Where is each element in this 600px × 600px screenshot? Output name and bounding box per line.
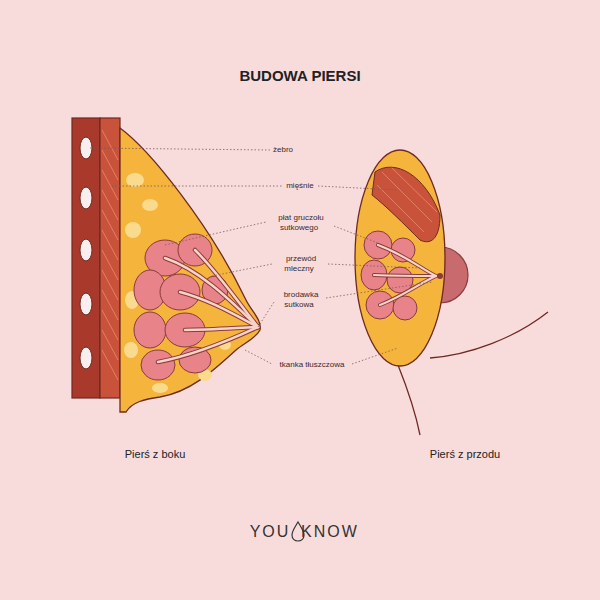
view-caption-box: Pierś z boku [123,448,188,461]
fibre [102,190,118,220]
part-label-box: żebro [271,145,295,155]
fat-cell [125,222,141,238]
duct [185,327,258,330]
side-view [72,118,260,412]
leader-line [328,264,420,268]
duct [195,250,258,327]
part-label-box: brodawka sutkowa [273,290,327,309]
brand-word: KNOW [299,523,361,540]
fibre [102,310,118,340]
duct [374,275,436,276]
leader-line [258,302,274,327]
breast-outline [120,128,260,412]
leader-line [112,186,282,187]
part-label: tkanka tłuszczowa [278,360,347,369]
rib [80,239,92,261]
leader-line [212,264,272,276]
muscle [372,167,440,242]
duct-outlines [374,245,436,305]
milk-ducts [374,245,436,305]
duct [380,276,436,305]
fibre [102,150,118,180]
duct [158,327,258,362]
part-label-box: tkanka tłuszczowa [278,360,347,370]
fat-cell [126,173,144,187]
leader-line [245,350,272,364]
fibre [102,350,118,380]
fat-cell [124,342,138,358]
leader-line [165,222,266,245]
view-caption: Pierś z przodu [428,448,502,460]
view-caption-box: Pierś z przodu [428,448,502,461]
body-line [430,312,548,358]
duct [374,275,436,276]
lobe [393,296,417,320]
leader-line [352,348,398,364]
fibre [102,330,118,360]
diagram-title: BUDOWA PIERSI [237,67,362,84]
chest-wall [72,118,100,398]
part-label: żebro [271,145,295,154]
lobe [141,350,175,380]
leader-lines [90,148,432,364]
fat-cell [152,383,168,393]
duct-outlines [158,250,258,362]
leader-line [334,226,378,243]
fibre [392,168,437,212]
leader-line [90,148,270,150]
duct [180,292,258,327]
fibre [102,210,118,240]
breast-outline [355,150,445,366]
fat-cell [142,199,158,211]
fibre [102,130,118,160]
part-label: mięśnie [284,181,316,190]
brand-word-box: KNOW [299,522,361,541]
duct [180,292,258,327]
muscle-fibres [102,130,118,380]
nipple [437,273,443,279]
duct [378,245,436,276]
part-label-box: przewód mleczny [273,254,327,273]
fibre [102,170,118,200]
part-label-box: płat gruczołu sutkowego [267,213,333,232]
fat-cells [124,173,231,393]
rib [80,347,92,369]
body-line [398,365,420,435]
fibre [377,185,424,232]
fibre [102,270,118,300]
fibre [102,290,118,320]
rib [80,187,92,209]
muscle-fibres [377,168,437,232]
fibre [102,230,118,260]
diagram-title-box: BUDOWA PIERSI [237,67,362,85]
duct [380,276,436,305]
part-label: brodawka sutkowa [282,290,319,309]
part-label: przewód mleczny [284,254,316,273]
leader-line [326,282,432,298]
duct [378,245,436,276]
brand-word-box: YOU [248,522,293,541]
muscle-layer [100,118,120,398]
duct [158,327,258,362]
brand-word: YOU [248,523,293,540]
rib-sections [80,137,92,369]
fibre [102,250,118,280]
duct [195,250,258,327]
leader-line [318,186,398,190]
lobe [134,312,166,348]
part-label: płat gruczołu sutkowego [276,213,323,232]
part-label-box: mięśnie [284,181,316,191]
rib [80,293,92,315]
view-caption: Pierś z boku [123,448,188,460]
front-view [355,150,548,435]
milk-ducts [158,250,258,362]
